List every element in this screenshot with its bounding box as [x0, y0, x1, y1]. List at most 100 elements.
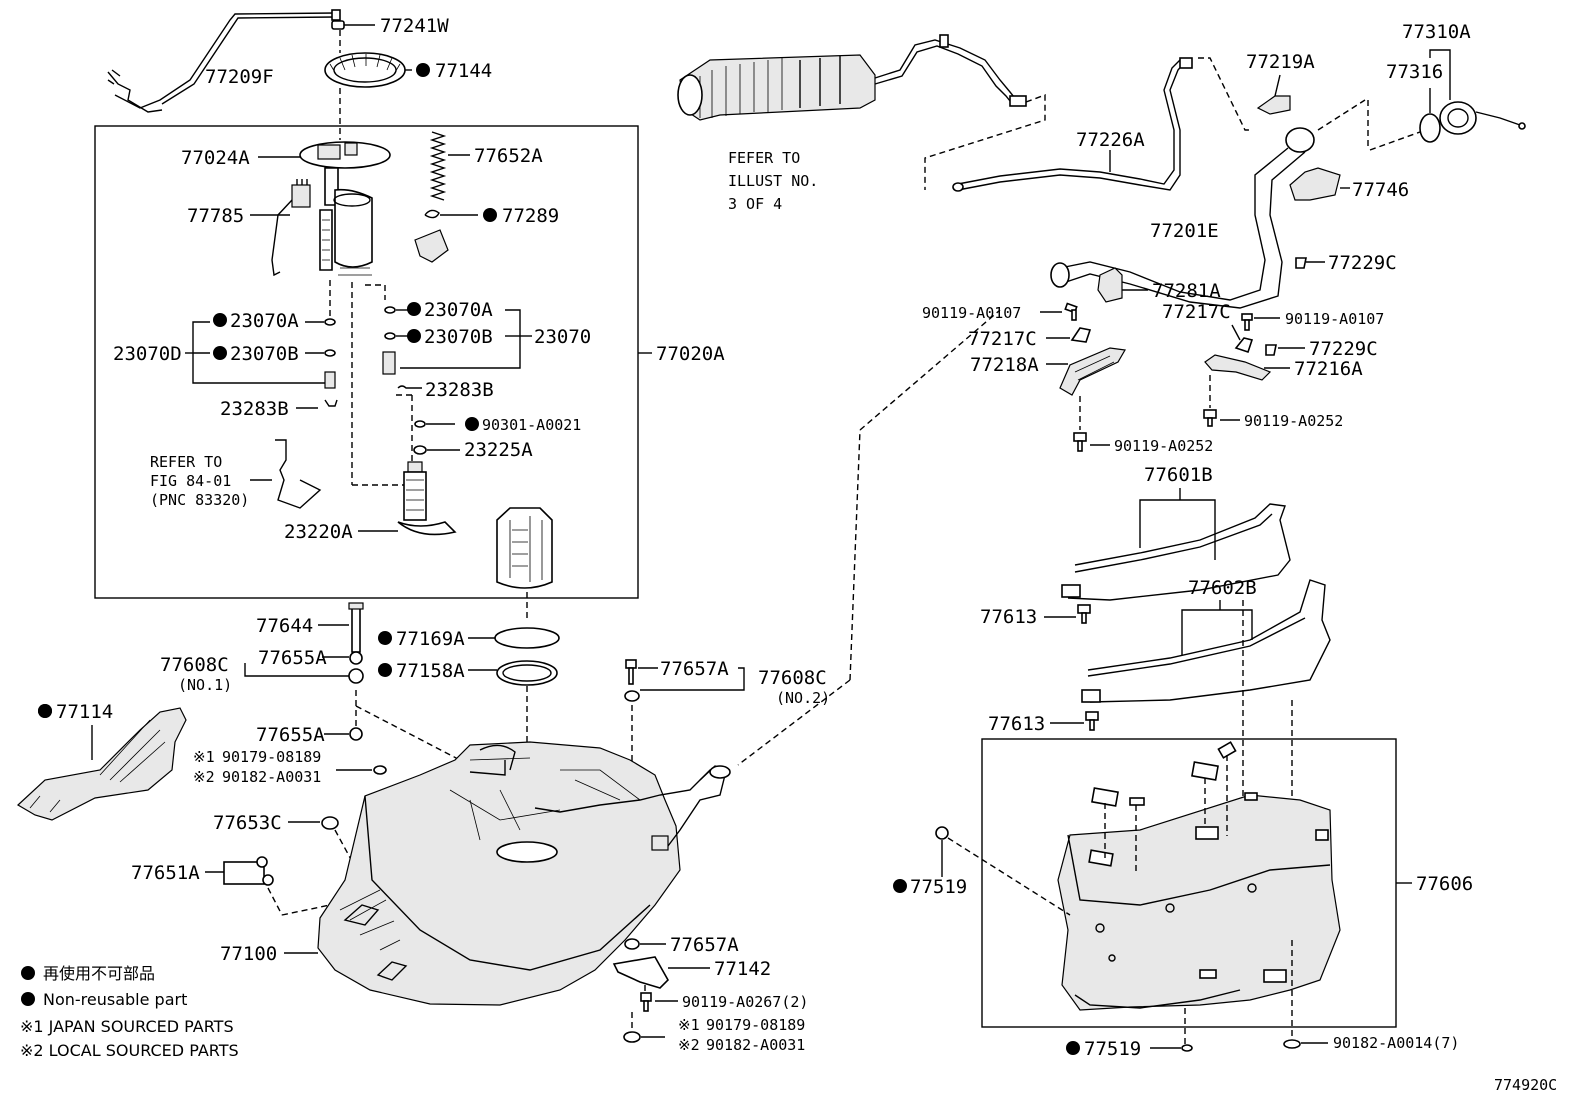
label-77144: 77144 — [435, 60, 492, 82]
pump-assembly-box — [94, 125, 639, 599]
bracket-77142 — [612, 956, 669, 989]
regulator-l — [324, 371, 336, 389]
label-77219A: 77219A — [1246, 51, 1315, 73]
label-90179-08189-a: 90179-08189 — [222, 748, 321, 766]
label-77657A-top: 77657A — [660, 658, 729, 680]
label-77655A-bottom: 77655A — [256, 724, 325, 746]
nonreusable-dot — [378, 663, 392, 677]
label-77169A: 77169A — [396, 628, 465, 650]
legend-dot-jp — [21, 966, 35, 980]
label-77746: 77746 — [1352, 179, 1409, 201]
label-77316: 77316 — [1386, 61, 1443, 83]
label-23225A: 23225A — [464, 439, 533, 461]
retainer-ring-77144 — [324, 52, 406, 88]
mark-2-b: ※2 — [678, 1036, 700, 1054]
bolt-77613-1 — [1077, 604, 1091, 624]
clip-90179 — [373, 765, 387, 775]
label-90119-A0267: 90119-A0267(2) — [682, 993, 808, 1011]
tube-77651A — [223, 856, 274, 886]
sender-gauge-77785 — [271, 179, 311, 277]
nonreusable-dot — [407, 329, 421, 343]
label-77226A: 77226A — [1076, 129, 1145, 151]
label-77100: 77100 — [220, 943, 277, 965]
label-90182-A0031-b: 90182-A0031 — [706, 1036, 805, 1054]
strap-77601B — [1061, 503, 1291, 601]
label-23070D: 23070D — [113, 343, 182, 365]
grommet-77655A-1 — [349, 651, 363, 665]
label-77142: 77142 — [714, 958, 771, 980]
label-77651A: 77651A — [131, 862, 200, 884]
label-77217C-left: 77217C — [968, 328, 1037, 350]
nonreusable-dot — [38, 704, 52, 718]
bolt-90119-A0107-l — [1064, 302, 1078, 321]
refer-illust-line3: 3 OF 4 — [728, 195, 782, 213]
label-77020A: 77020A — [656, 343, 725, 365]
label-23070A-left: 23070A — [230, 310, 299, 332]
label-77217C-right: 77217C — [1162, 301, 1231, 323]
label-77608C-no2: 77608C — [758, 667, 827, 689]
label-23283B-right: 23283B — [425, 379, 494, 401]
label-77241W: 77241W — [380, 15, 449, 37]
label-77602B: 77602B — [1188, 577, 1257, 599]
legend-nonreusable-jp: 再使用不可部品 — [43, 964, 155, 983]
label-23070A-right: 23070A — [424, 299, 493, 321]
clamp-77217C-l — [1070, 327, 1092, 343]
bolt-90119-A0252-r — [1203, 409, 1217, 427]
nonreusable-dot — [407, 302, 421, 316]
label-77114: 77114 — [56, 701, 113, 723]
diagram-id: 774920C — [1494, 1076, 1557, 1094]
label-77519-top: 77519 — [910, 876, 967, 898]
label-77281A: 77281A — [1152, 280, 1221, 302]
clip-77289 — [414, 209, 449, 263]
label-77601B: 77601B — [1144, 464, 1213, 486]
grommet-77655A-1b — [348, 668, 364, 684]
filter-case — [496, 507, 553, 589]
label-77608C-no1: 77608C — [160, 654, 229, 676]
nonreusable-dot — [213, 313, 227, 327]
label-77653C: 77653C — [213, 812, 282, 834]
nonreusable-dot — [378, 631, 392, 645]
label-23220A: 23220A — [284, 521, 353, 543]
label-no2: (NO.2) — [776, 689, 830, 707]
label-77216A: 77216A — [1294, 358, 1363, 380]
heat-insulator-77606 — [1057, 741, 1341, 1011]
refer-fig-line2: FIG 84-01 — [150, 472, 231, 490]
label-90119-A0252-left: 90119-A0252 — [1114, 437, 1213, 455]
legend-japan-sourced: ※1 JAPAN SOURCED PARTS — [20, 1017, 234, 1036]
clip-77519-2 — [1181, 1044, 1193, 1052]
o-ring-23070A-l — [324, 318, 336, 326]
charcoal-canister — [677, 34, 1027, 121]
bolt-77613-2 — [1085, 711, 1099, 731]
protector-77281A — [1097, 267, 1123, 303]
label-90182-A0014: 90182-A0014(7) — [1333, 1034, 1459, 1052]
spring-77652A — [429, 131, 447, 201]
label-23070B-right: 23070B — [424, 326, 493, 348]
legend-dot-en — [21, 992, 35, 1006]
o-ring-23070B-r — [384, 332, 396, 340]
label-90119-A0252-right: 90119-A0252 — [1244, 412, 1343, 430]
label-77652A: 77652A — [474, 145, 543, 167]
label-90179-08189-b: 90179-08189 — [706, 1016, 805, 1034]
label-77201E: 77201E — [1150, 220, 1219, 242]
label-77644: 77644 — [256, 615, 313, 637]
label-77229C-top: 77229C — [1328, 252, 1397, 274]
label-23283B-left: 23283B — [220, 398, 289, 420]
label-77209F: 77209F — [205, 66, 274, 88]
clip-77519-1 — [935, 826, 949, 840]
tube-77644 — [348, 602, 364, 653]
bracket-77216A — [1204, 354, 1272, 381]
refer-fig-line1: REFER TO — [150, 453, 222, 471]
label-77289: 77289 — [502, 205, 559, 227]
label-77655A-top: 77655A — [258, 647, 327, 669]
nonreusable-dot — [465, 417, 479, 431]
nonreusable-dot — [213, 346, 227, 360]
bracket-77218A — [1059, 347, 1126, 396]
refer-fig-line3: (PNC 83320) — [150, 491, 249, 509]
refer-illust-line1: FEFER TO — [728, 149, 800, 167]
bolt-77657A-1 — [625, 659, 637, 685]
label-77785: 77785 — [187, 205, 244, 227]
nonreusable-dot — [893, 879, 907, 893]
label-77218A: 77218A — [970, 354, 1039, 376]
label-77613-top: 77613 — [980, 606, 1037, 628]
o-ring-23070A-r — [384, 306, 396, 314]
